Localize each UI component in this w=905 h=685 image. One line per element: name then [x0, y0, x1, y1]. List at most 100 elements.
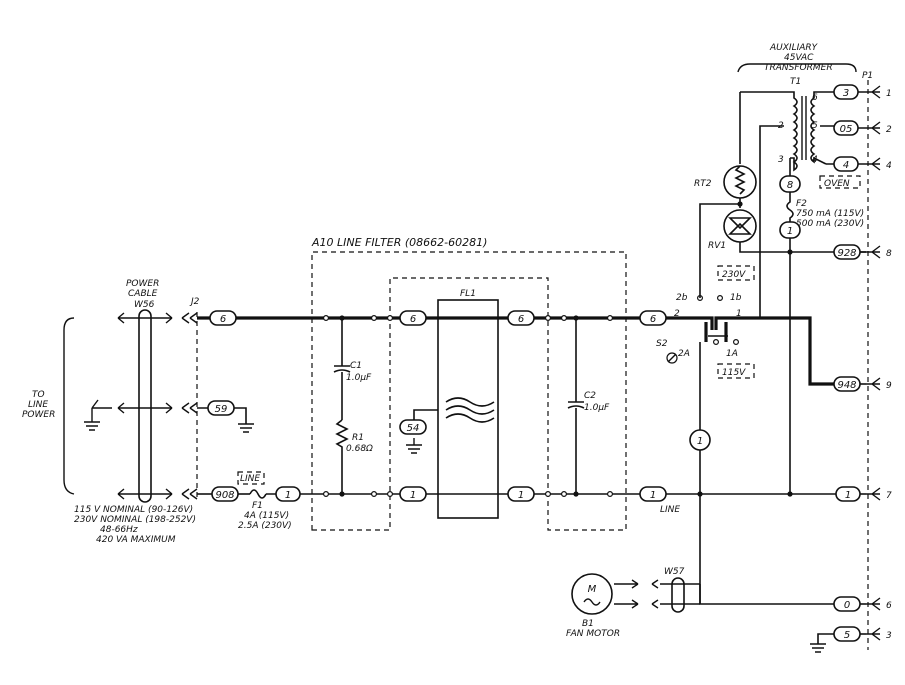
p1-arrow	[866, 85, 881, 99]
s2-1b: 1b	[730, 293, 742, 303]
wire-label-54: 54	[407, 423, 420, 434]
fan-motor-m: M	[588, 584, 597, 595]
rt2-label: RT2	[694, 179, 712, 189]
wire-label-1e: 1	[697, 436, 703, 447]
line-power-input: TO LINE POWER	[22, 317, 112, 495]
wire-number-pills: 6 59 908 1 6 1 54 6 1 6 1 1 8 1 3 05 4 9…	[207, 84, 861, 642]
f2-label: F2	[796, 199, 807, 209]
j2-arrow-2	[181, 402, 198, 414]
spec-line-4: 420 VA MAXIMUM	[96, 535, 176, 545]
sel-230-label: 230V	[722, 270, 746, 280]
sel-230-box	[717, 265, 755, 281]
fl1-filter-symbol	[445, 397, 495, 423]
fan-motor-circle	[571, 573, 613, 615]
ground-icon	[84, 399, 112, 431]
w57-wires	[660, 583, 700, 605]
w56-arrow-1	[117, 312, 173, 324]
s2-1a: 1A	[726, 349, 738, 359]
t1-primary-coil	[740, 91, 798, 172]
spec-line-1: 115 V NOMINAL (90-126V)	[74, 505, 193, 515]
fan-arrows-2	[651, 579, 659, 609]
fan-name: B1	[582, 619, 594, 629]
transformer-label-1: AUXILIARY	[769, 43, 819, 53]
p1-pin: 9	[886, 381, 892, 391]
fan-motor-b1: M B1 FAN MOTOR W57	[566, 567, 866, 639]
j2-arrow-3	[181, 488, 198, 500]
wire-label-6d: 6	[650, 314, 656, 325]
c1-name: C1	[350, 361, 362, 371]
t1-output-wires	[820, 91, 834, 165]
power-cable-w56: POWER CABLE W56 115 V NOMINAL (90-126V) …	[74, 279, 196, 545]
t1-label: T1	[790, 77, 801, 87]
wire-label-3t: 3	[843, 88, 849, 99]
w56-arrow-3	[117, 488, 173, 500]
to-line-label-1: TO	[32, 390, 45, 400]
filter-title: A10 LINE FILTER (08662-60281)	[311, 236, 487, 249]
wire-label-6c: 6	[518, 314, 524, 325]
s2-bars	[690, 316, 760, 330]
ground-icon-59	[238, 423, 254, 433]
rv1-circle	[723, 209, 757, 243]
transformer-label-3: TRANSFORMER	[764, 63, 833, 73]
wire-t1-pin2	[759, 125, 784, 318]
s2-2: 2	[674, 309, 680, 319]
sel-115-label: 115V	[722, 368, 746, 378]
connector-j2: J2	[181, 297, 200, 500]
power-cable-label-2: CABLE	[128, 289, 158, 299]
s2-contacts	[704, 322, 728, 342]
fl1-ground-wire	[413, 409, 438, 420]
wire-label-8: 8	[787, 180, 793, 191]
f2-rating-2: 500 mA (230V)	[796, 219, 864, 229]
rt2-thermistor-icon	[734, 165, 746, 195]
wire-label-1f: 1	[787, 226, 793, 237]
f2-rating-1: 750 mA (115V)	[796, 209, 864, 219]
c1-value: 1.0μF	[346, 373, 372, 383]
w56-label: W56	[134, 300, 155, 310]
t1-pin-3: 3	[778, 155, 784, 165]
p1-arrow	[866, 121, 881, 135]
t1-secondary-coil	[810, 91, 827, 165]
fuse-f1-name: F1	[252, 501, 263, 511]
fuse-f1-rating-2: 2.5A (230V)	[238, 521, 292, 531]
f2-fuse-symbol	[786, 192, 794, 222]
fl1-box	[437, 299, 499, 519]
p1-pin: 3	[886, 631, 892, 641]
t1-pin-5: 5	[812, 121, 818, 131]
c2-capacitor	[567, 318, 585, 494]
p1-pin: 1	[886, 89, 892, 99]
t1-pin-6: 6	[812, 93, 818, 103]
power-cable-label-1: POWER	[126, 279, 159, 289]
oven-box	[819, 175, 861, 189]
s2-1: 1	[736, 309, 742, 319]
fl1-label: FL1	[460, 289, 476, 299]
transformer-bracket	[737, 63, 857, 73]
wire-label-1b: 1	[410, 490, 416, 501]
junctions	[323, 315, 793, 498]
a10-line-filter: A10 LINE FILTER (08662-60281) C1 1.0μF R…	[311, 236, 627, 531]
c1-capacitor	[333, 318, 351, 420]
w57-cable-body	[671, 577, 685, 613]
wire-rt2-2b	[699, 203, 740, 298]
s2-2a: 2A	[678, 349, 690, 359]
p1-arrows	[866, 85, 881, 641]
ground-icon-5	[810, 643, 826, 653]
wire-label-05: 05	[840, 124, 853, 135]
fan-ac-icon	[583, 598, 601, 606]
p1-label: P1	[862, 71, 873, 81]
fuse-line-label: LINE	[240, 474, 260, 484]
wire-fan-0	[699, 584, 834, 605]
rv1-varistor-icon	[728, 217, 752, 235]
fan-label: FAN MOTOR	[566, 629, 620, 639]
wire-label-6a: 6	[220, 314, 226, 325]
input-bracket	[63, 317, 75, 495]
j2-label: J2	[189, 297, 200, 307]
r1-value: 0.68Ω	[346, 444, 373, 454]
t1-pin-4: 4	[812, 155, 818, 165]
wire-5	[817, 633, 834, 644]
p1-arrow	[866, 245, 881, 259]
wire-label-4t: 4	[843, 160, 849, 171]
p1-arrow	[866, 487, 881, 501]
s2-screw-icon	[667, 353, 677, 363]
